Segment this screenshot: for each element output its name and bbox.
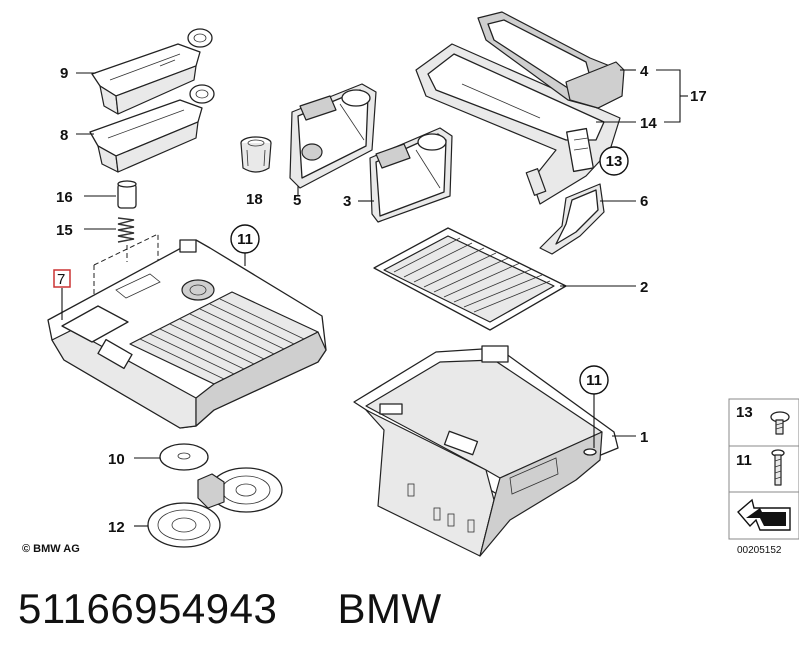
part-16-cap (117, 180, 137, 209)
part-12-disc (147, 502, 221, 548)
screw-13-icon (770, 411, 790, 435)
part-disc-with-bracket (197, 467, 283, 513)
svg-text:11: 11 (586, 372, 602, 389)
callout-10: 10 (108, 451, 125, 468)
callout-2: 2 (640, 279, 648, 296)
callout-1: 1 (640, 429, 648, 446)
callout-7: 7 (57, 271, 65, 288)
part-5-rear-panel (289, 83, 377, 189)
callout-9: 9 (60, 65, 68, 82)
part-1-storage-box (353, 345, 619, 557)
callout-13: 13 (599, 146, 629, 176)
legend-13-label: 13 (736, 404, 753, 421)
legend-11-label: 11 (736, 452, 752, 469)
copyright-text: © BMW AG (22, 543, 80, 555)
bracket-17 (656, 69, 681, 123)
part-7-armrest-frame (47, 239, 327, 429)
part-4-14-console-rail (415, 11, 625, 205)
callout-5: 5 (293, 192, 301, 209)
legend-panel: 13 11 (728, 398, 799, 540)
callout-14: 14 (640, 115, 657, 132)
part-15-spring (117, 217, 135, 243)
callout-11-upper: 11 (230, 224, 260, 266)
callout-6: 6 (640, 193, 648, 210)
callout-17: 17 (690, 88, 707, 105)
svg-text:11: 11 (237, 231, 253, 248)
reference-code: 00205152 (737, 545, 782, 556)
callout-8: 8 (60, 127, 68, 144)
part-10-cap (159, 443, 209, 471)
callout-12: 12 (108, 519, 125, 536)
callout-7-highlight (53, 269, 71, 288)
callout-4: 4 (640, 63, 649, 80)
callout-11-lower: 11 (579, 365, 609, 456)
direction-arrow-icon (737, 498, 791, 531)
callout-16: 16 (56, 189, 73, 206)
part-8-tray (89, 84, 215, 173)
part-number: 51166954943 (18, 585, 278, 632)
callout-18: 18 (246, 191, 263, 208)
part-3-panel (369, 127, 453, 223)
callout-15: 15 (56, 222, 73, 239)
screw-11-icon (771, 449, 785, 486)
part-9-tray (91, 28, 213, 115)
svg-text:13: 13 (606, 153, 623, 170)
part-2-mat (373, 227, 567, 331)
part-18-socket (240, 136, 272, 173)
callout-3: 3 (343, 193, 351, 210)
caption: 51166954943 BMW (18, 585, 442, 633)
part-6-bracket (539, 183, 605, 255)
brand-name: BMW (337, 585, 442, 632)
